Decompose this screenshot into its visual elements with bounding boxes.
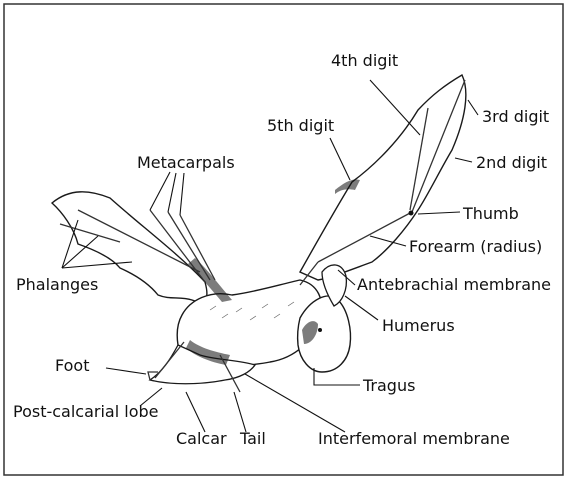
- leader-fifth-digit: [330, 138, 350, 180]
- label-calcar: Calcar: [176, 429, 227, 448]
- leader-metacarpal-2: [168, 173, 176, 212]
- leader-calcar: [186, 392, 205, 432]
- label-tail: Tail: [239, 429, 266, 448]
- label-fourth-digit: 4th digit: [331, 51, 398, 70]
- leader-foot: [106, 368, 146, 374]
- bat-illustration: [52, 75, 466, 392]
- label-humerus: Humerus: [382, 316, 455, 335]
- label-foot: Foot: [55, 356, 89, 375]
- label-tragus: Tragus: [362, 376, 415, 395]
- label-third-digit: 3rd digit: [482, 107, 549, 126]
- leader-fourth-digit: [370, 80, 420, 135]
- label-metacarpals: Metacarpals: [137, 153, 235, 172]
- label-second-digit: 2nd digit: [476, 153, 547, 172]
- leader-metacarpal-1: [150, 172, 170, 210]
- label-antebrachial-membrane: Antebrachial membrane: [357, 275, 551, 294]
- label-forearm: Forearm (radius): [409, 237, 542, 256]
- label-phalanges: Phalanges: [16, 275, 98, 294]
- leader-third-digit: [468, 100, 478, 115]
- bat-eye: [318, 328, 322, 332]
- leader-humerus: [345, 296, 378, 320]
- label-interfemoral-membrane: Interfemoral membrane: [318, 429, 510, 448]
- label-post-calcarial-lobe: Post-calcarial lobe: [13, 402, 159, 421]
- leader-interfemoral: [245, 374, 345, 432]
- label-thumb: Thumb: [462, 204, 519, 223]
- label-fifth-digit: 5th digit: [267, 116, 334, 135]
- leader-thumb: [418, 212, 460, 214]
- thumb-claw: [409, 211, 414, 216]
- leader-metacarpal-3: [180, 173, 184, 215]
- leader-second-digit: [455, 158, 472, 162]
- leader-tail: [234, 392, 246, 432]
